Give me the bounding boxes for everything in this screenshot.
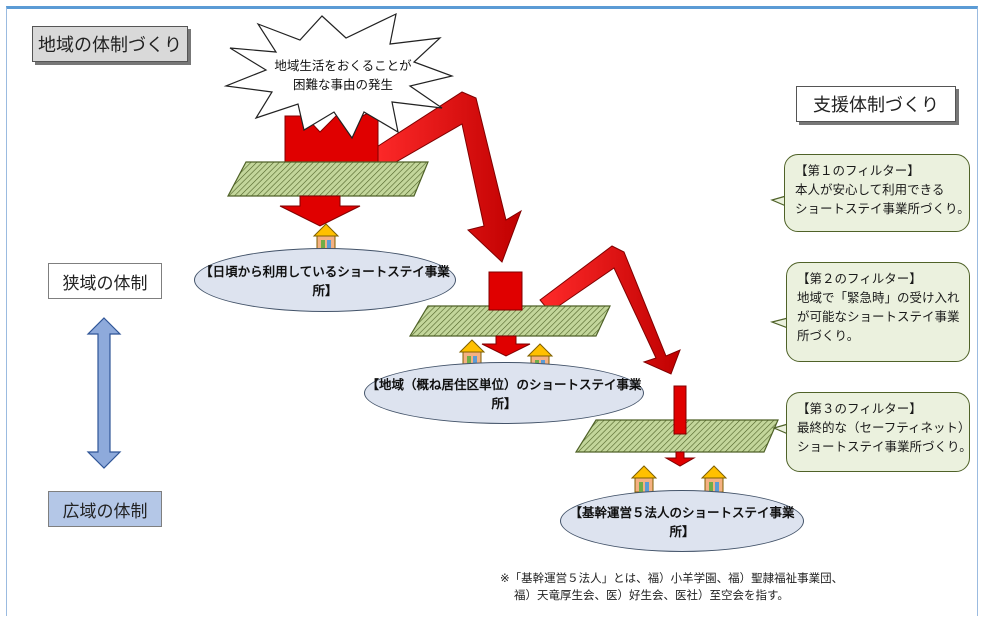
filter-plate-1 xyxy=(227,161,429,197)
event-block-3 xyxy=(673,385,687,435)
filter-title-1: 【第１のフィルター】 xyxy=(795,163,920,178)
filter-line: 最終的な（セーフティネット） xyxy=(797,420,971,435)
narrow-scope-label: 狭域の体制 xyxy=(48,263,162,299)
filter-line: が可能なショートステイ事業 xyxy=(797,309,960,324)
filter-callout-1: 【第１のフィルター】 本人が安心して利用できる ショートステイ事業所づくり。 xyxy=(784,154,970,232)
event-line: 地域生活をおくることが xyxy=(274,58,412,73)
filter-plate-3 xyxy=(574,419,779,453)
double-arrow-icon xyxy=(86,317,122,469)
tier-ellipse-3: 【基幹運営５法人のショートステイ事業所】 xyxy=(560,490,804,552)
tier-ellipse-1: 【日頃から利用しているショートステイ事業所】 xyxy=(194,248,456,312)
footnote: ※「基幹運営５法人」とは、福）小羊学園、福）聖隷福祉事業団、 福）天竜厚生会、医… xyxy=(500,570,843,604)
house-icon xyxy=(312,223,340,251)
header-left-label: 地域の体制づくり xyxy=(38,35,182,56)
filter-line: ショートステイ事業所づくり。 xyxy=(795,201,970,216)
tier-ellipse-2: 【地域（概ね居住区単位）のショートステイ事業所】 xyxy=(364,362,644,424)
diagram-frame xyxy=(6,6,978,616)
wide-scope-label: 広域の体制 xyxy=(48,491,162,527)
event-text: 地域生活をおくることが 困難な事由の発生 xyxy=(258,56,428,94)
filter-title-2: 【第２のフィルター】 xyxy=(797,271,922,286)
filter-callout-3: 【第３のフィルター】 最終的な（セーフティネット） ショートステイ事業所づくり。 xyxy=(786,392,972,472)
down-arrow-1 xyxy=(279,195,361,227)
filter-line: 所づくり。 xyxy=(797,328,860,343)
event-block-2 xyxy=(488,271,523,311)
footnote-line: 福）天竜厚生会、医）好生会、医社）至空会を指す。 xyxy=(514,588,789,602)
tier-label-3: 【基幹運営５法人のショートステイ事業所】 xyxy=(569,505,795,539)
down-arrow-2 xyxy=(481,335,531,357)
tier-label-1: 【日頃から利用しているショートステイ事業所】 xyxy=(200,264,450,298)
narrow-scope-text: 狭域の体制 xyxy=(62,273,148,294)
filter-callout-2: 【第２のフィルター】 地域で「緊急時」の受け入れ が可能なショートステイ事業 所… xyxy=(786,262,970,362)
filter-line: 地域で「緊急時」の受け入れ xyxy=(797,290,960,305)
filter-line: 本人が安心して利用できる xyxy=(795,182,945,197)
header-right-label: 支援体制づくり xyxy=(813,95,939,116)
down-arrow-3 xyxy=(664,451,696,467)
filter-plate-2 xyxy=(408,305,611,337)
filter-line: ショートステイ事業所づくり。 xyxy=(797,439,972,454)
explosion-burst-icon xyxy=(223,12,455,140)
family-icon xyxy=(700,465,728,493)
tier-label-2: 【地域（概ね居住区単位）のショートステイ事業所】 xyxy=(366,377,642,411)
filter-title-3: 【第３のフィルター】 xyxy=(797,401,922,416)
footnote-line: ※「基幹運営５法人」とは、福）小羊学園、福）聖隷福祉事業団、 xyxy=(500,571,844,585)
house-icon xyxy=(630,465,658,493)
wide-scope-text: 広域の体制 xyxy=(62,501,148,522)
cascade-arrow-1 xyxy=(371,91,522,263)
event-line: 困難な事由の発生 xyxy=(292,77,393,92)
cascade-arrow-2 xyxy=(539,245,681,375)
header-right-tag: 支援体制づくり xyxy=(796,86,956,122)
header-left-tag: 地域の体制づくり xyxy=(32,26,188,62)
